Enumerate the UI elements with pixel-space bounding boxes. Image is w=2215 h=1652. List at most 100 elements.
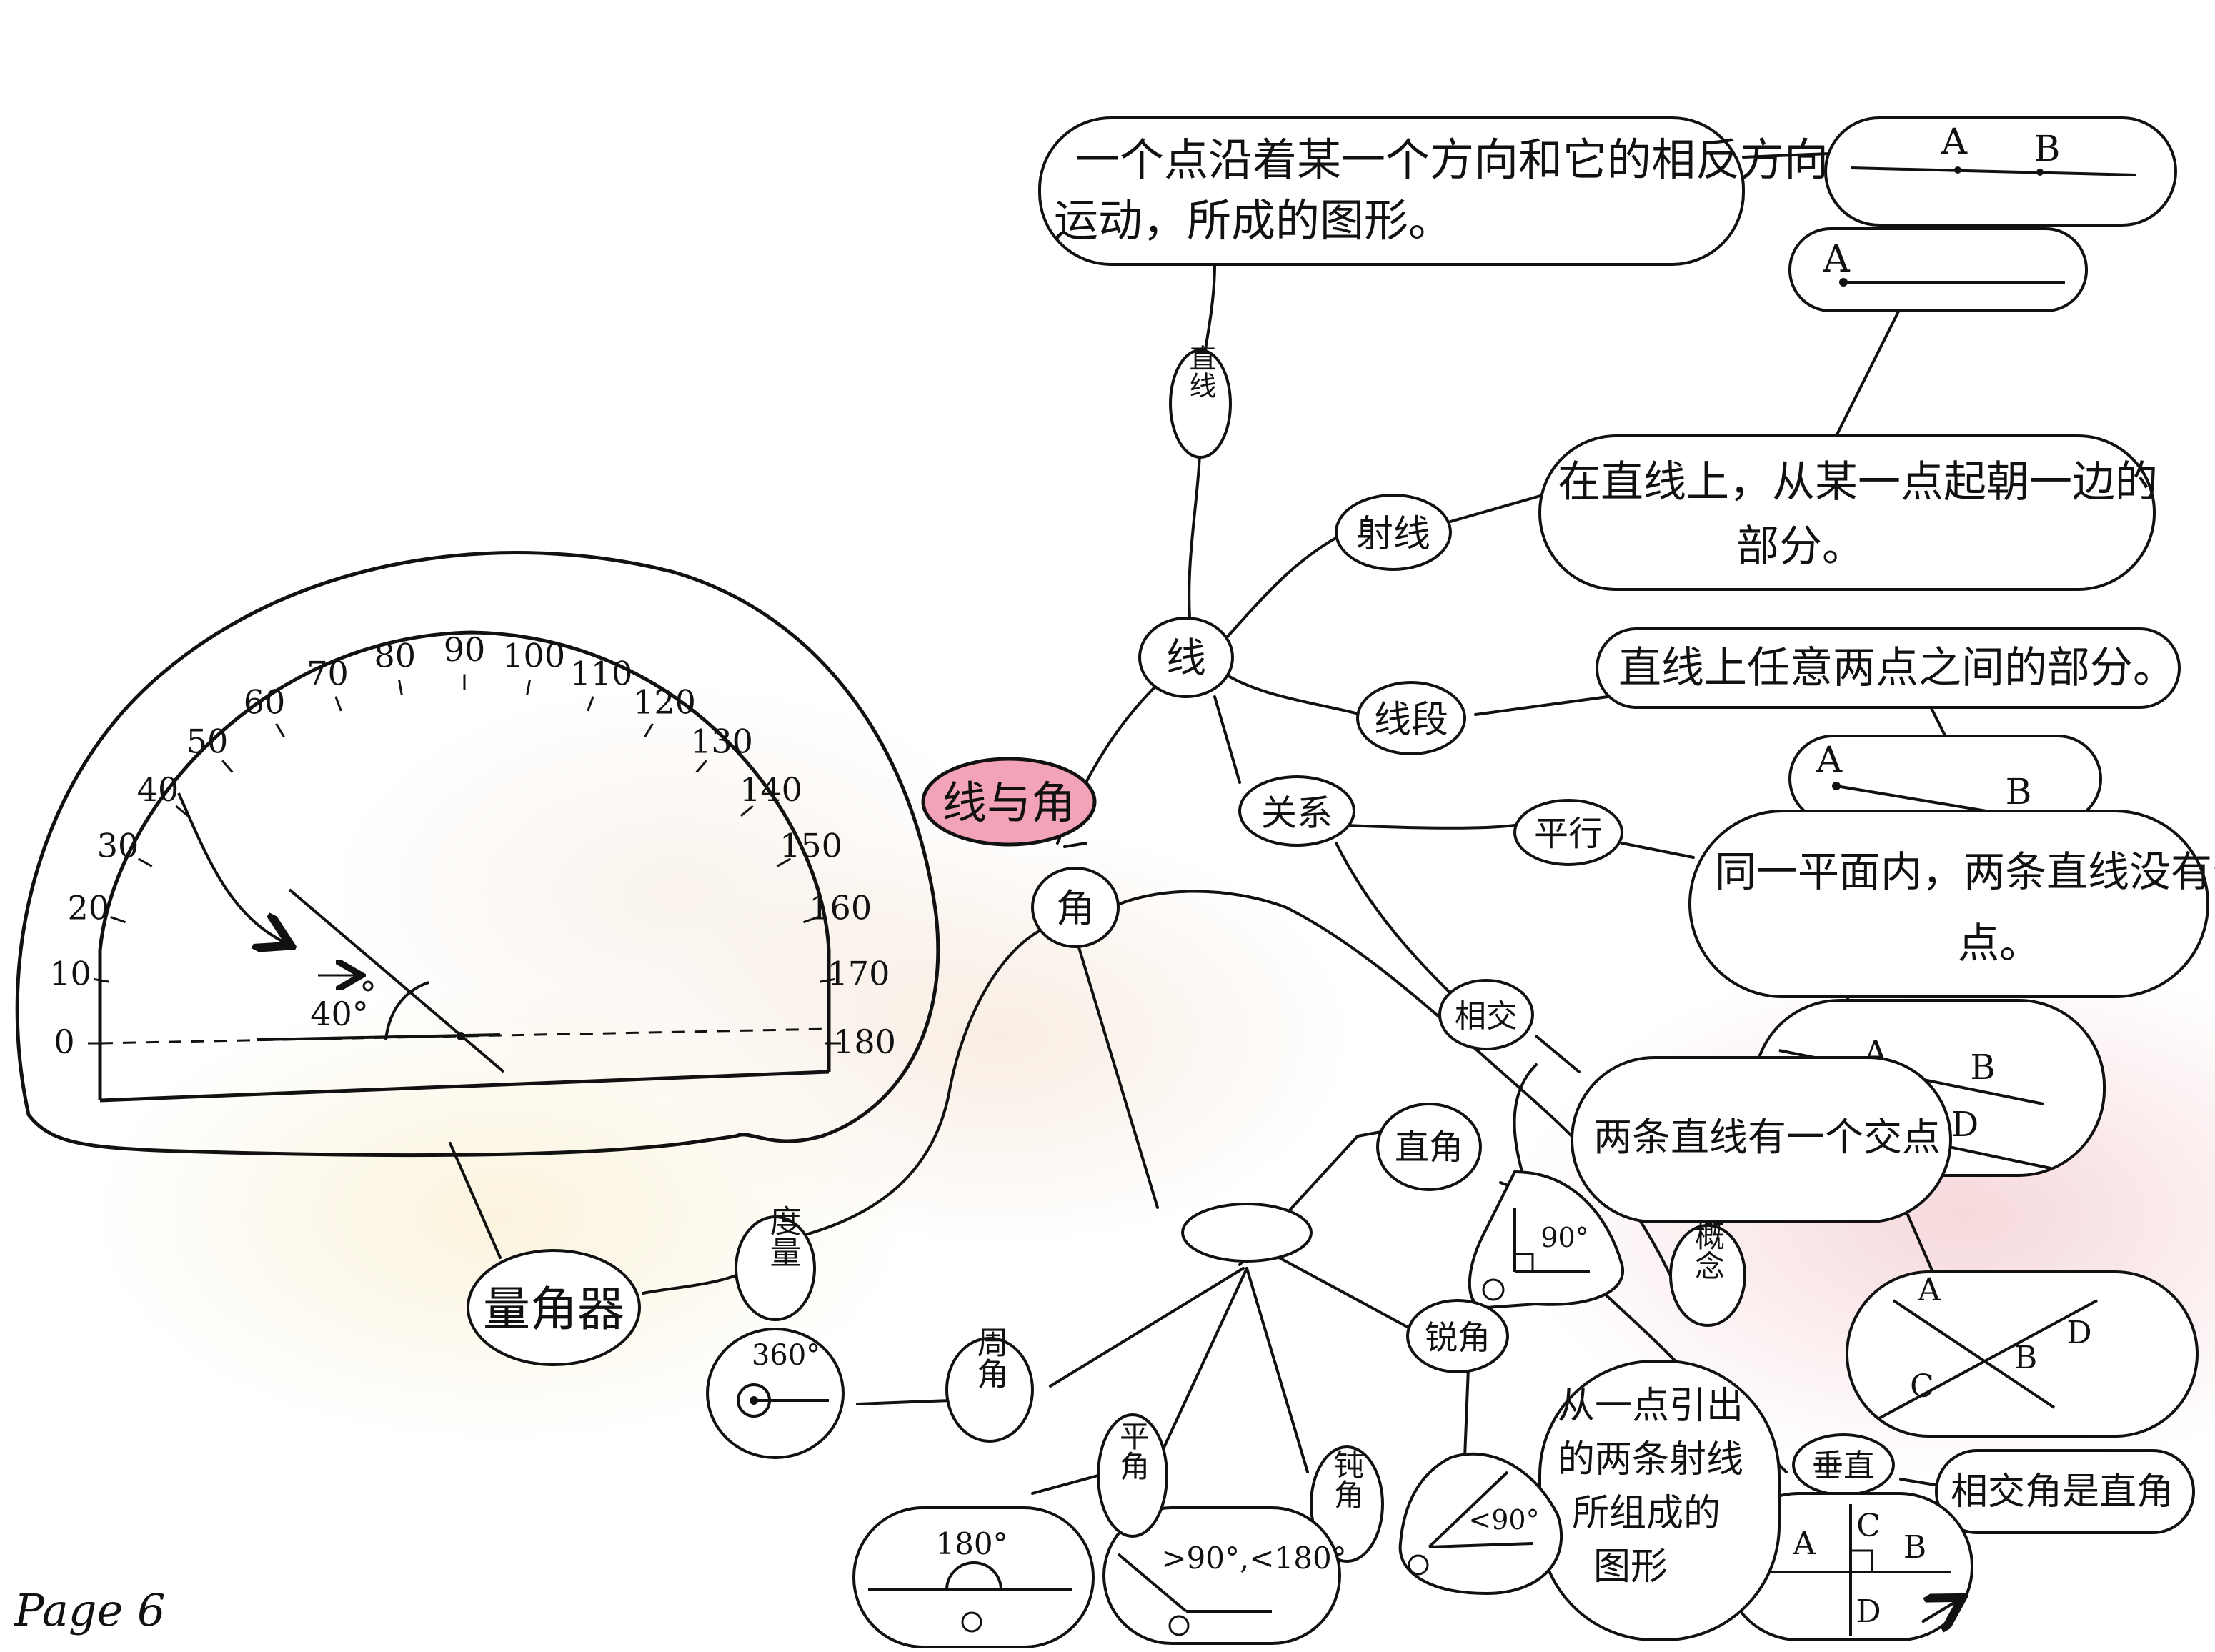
- intersect-def-text: 两条直线有一个交点: [1593, 1115, 1941, 1160]
- intersect-definition: 两条直线有一个交点: [1571, 1056, 1952, 1223]
- protractor-tick-mark-60: [275, 722, 285, 738]
- segment-def-text: 直线上任意两点之间的部分。: [1618, 643, 2176, 693]
- perpendicular-def-text: 相交角是直角: [1951, 1471, 2174, 1513]
- center-node[interactable]: 线与角: [921, 757, 1097, 847]
- node-obtuse-angle[interactable]: 钝角: [1310, 1446, 1384, 1563]
- node-angle[interactable]: 角: [1031, 867, 1120, 948]
- intersect-point-c: C: [1910, 1368, 1934, 1405]
- ray-def-line-2: 部分。: [1736, 522, 1865, 572]
- protractor-tick-140: 140: [740, 770, 802, 809]
- node-relation-label: 关系: [1261, 792, 1333, 834]
- node-right-angle[interactable]: 直角: [1376, 1103, 1482, 1191]
- perpendicular-point-c: C: [1856, 1508, 1881, 1544]
- angle-hub: [1181, 1203, 1313, 1263]
- node-right-angle-label: 直角: [1395, 1128, 1463, 1168]
- node-intersect[interactable]: 相交: [1438, 979, 1534, 1050]
- protractor-tick-70: 70: [307, 654, 349, 692]
- node-concept[interactable]: 概念: [1669, 1220, 1746, 1327]
- concept-def-line-4: 图形: [1593, 1546, 1668, 1588]
- intersect-figure: A B C D: [1846, 1270, 2199, 1438]
- node-perpendicular[interactable]: 垂直: [1792, 1433, 1895, 1496]
- concept-def-line-3: 所组成的: [1572, 1492, 1721, 1535]
- protractor-tick-170: 170: [827, 955, 890, 993]
- protractor-tick-mark-50: [222, 760, 234, 773]
- protractor-tick-120: 120: [633, 683, 696, 722]
- straight-line-figure: A B: [1824, 116, 2177, 227]
- full-angle-degree: 360°: [752, 1339, 820, 1372]
- node-full-angle[interactable]: 周角: [945, 1326, 1034, 1443]
- protractor-tick-mark-110: [587, 696, 594, 712]
- acute-angle-degree: <90°: [1468, 1504, 1539, 1536]
- protractor-tick-100: 100: [502, 637, 565, 675]
- center-label: 线与角: [942, 777, 1075, 829]
- straight-line-definition: 一个点沿着某一个方向和它的相反方向 运动，所成的图形。: [1038, 116, 1828, 266]
- protractor-tick-mark-30: [137, 857, 153, 867]
- node-parallel[interactable]: 平行: [1513, 799, 1623, 866]
- protractor-tick-mark-120: [644, 722, 654, 738]
- intersect-point-b: B: [2014, 1340, 2037, 1376]
- straight-line-point-b: B: [2034, 128, 2061, 169]
- node-straight-line[interactable]: 直线: [1169, 344, 1232, 459]
- perpendicular-point-d: D: [1856, 1593, 1881, 1630]
- acute-angle-figure: <90°: [1398, 1452, 1563, 1596]
- perpendicular-point-a: A: [1792, 1526, 1816, 1562]
- protractor-tick-mark-10: [93, 977, 109, 983]
- segment-figure: A B: [1788, 735, 2102, 823]
- protractor-tick-mark-40: [175, 805, 189, 817]
- parallel-definition: 同一平面内，两条直线没有公共 点。: [1688, 810, 2215, 998]
- node-protractor-tool[interactable]: 量角器: [467, 1249, 641, 1366]
- node-straight-line-label: 直线: [1185, 344, 1216, 399]
- node-measure[interactable]: 度量: [735, 1205, 816, 1321]
- node-ray[interactable]: 射线: [1335, 494, 1452, 571]
- protractor-tick-10: 10: [49, 955, 91, 993]
- segment-point-b: B: [2006, 771, 2032, 812]
- protractor-tick-110: 110: [570, 654, 633, 692]
- protractor-tick-0: 0: [54, 1022, 74, 1061]
- segment-point-a: A: [1816, 739, 1843, 780]
- node-straight-angle[interactable]: 平角: [1097, 1413, 1168, 1538]
- node-angle-label: 角: [1056, 886, 1095, 931]
- protractor-tick-mark-20: [110, 915, 126, 924]
- segment-definition: 直线上任意两点之间的部分。: [1596, 627, 2181, 709]
- node-line[interactable]: 线: [1138, 617, 1234, 698]
- obtuse-angle-figure: >90°,<180°: [1102, 1506, 1347, 1645]
- node-intersect-label: 相交: [1455, 998, 1518, 1035]
- protractor-tick-mark-130: [695, 760, 707, 773]
- protractor-tick-mark-170: [820, 977, 836, 983]
- right-angle-degree: 90°: [1540, 1222, 1588, 1253]
- parallel-def-line-1: 同一平面内，两条直线没有公共: [1715, 847, 2215, 896]
- protractor-tick-mark-150: [776, 857, 792, 867]
- protractor-tick-80: 80: [374, 637, 417, 675]
- full-angle-figure: 360°: [706, 1328, 845, 1459]
- node-ray-label: 射线: [1356, 513, 1430, 556]
- straight-angle-degree: 180°: [935, 1526, 1007, 1561]
- node-perpendicular-label: 垂直: [1812, 1448, 1875, 1484]
- ray-definition: 在直线上，从某一点起朝一边的 部分。: [1538, 434, 2158, 591]
- node-segment[interactable]: 线段: [1356, 681, 1466, 755]
- intersect-point-d: D: [2066, 1315, 2091, 1351]
- straight-line-def-line-1: 一个点沿着某一个方向和它的相反方向: [1075, 134, 1828, 186]
- concept-definition: 从一点引出 的两条射线 所组成的 图形: [1538, 1360, 1781, 1641]
- protractor-tick-mark-100: [526, 680, 531, 695]
- node-acute-angle[interactable]: 锐角: [1406, 1299, 1509, 1373]
- protractor-tick-180: 180: [833, 1022, 896, 1061]
- parallel-point-d: D: [1951, 1105, 1978, 1145]
- protractor-reading: 40°: [310, 995, 369, 1033]
- ray-def-line-1: 在直线上，从某一点起朝一边的: [1558, 457, 2158, 507]
- protractor-tool-label: 量角器: [483, 1282, 624, 1337]
- parallel-def-line-2: 点。: [1958, 919, 2041, 967]
- protractor-tick-160: 160: [809, 888, 872, 927]
- node-relation[interactable]: 关系: [1238, 775, 1355, 847]
- straight-line-def-line-2: 运动，所成的图形。: [1054, 194, 1453, 247]
- parallel-point-b: B: [1970, 1048, 1995, 1088]
- ray-point-a: A: [1822, 238, 1851, 281]
- node-parallel-label: 平行: [1534, 814, 1603, 854]
- node-concept-label: 概念: [1691, 1220, 1726, 1280]
- node-line-label: 线: [1166, 635, 1206, 682]
- protractor-tick-mark-160: [803, 915, 819, 924]
- protractor-tick-mark-140: [740, 805, 754, 817]
- protractor-tick-20: 20: [68, 888, 110, 927]
- protractor-tick-90: 90: [444, 630, 486, 669]
